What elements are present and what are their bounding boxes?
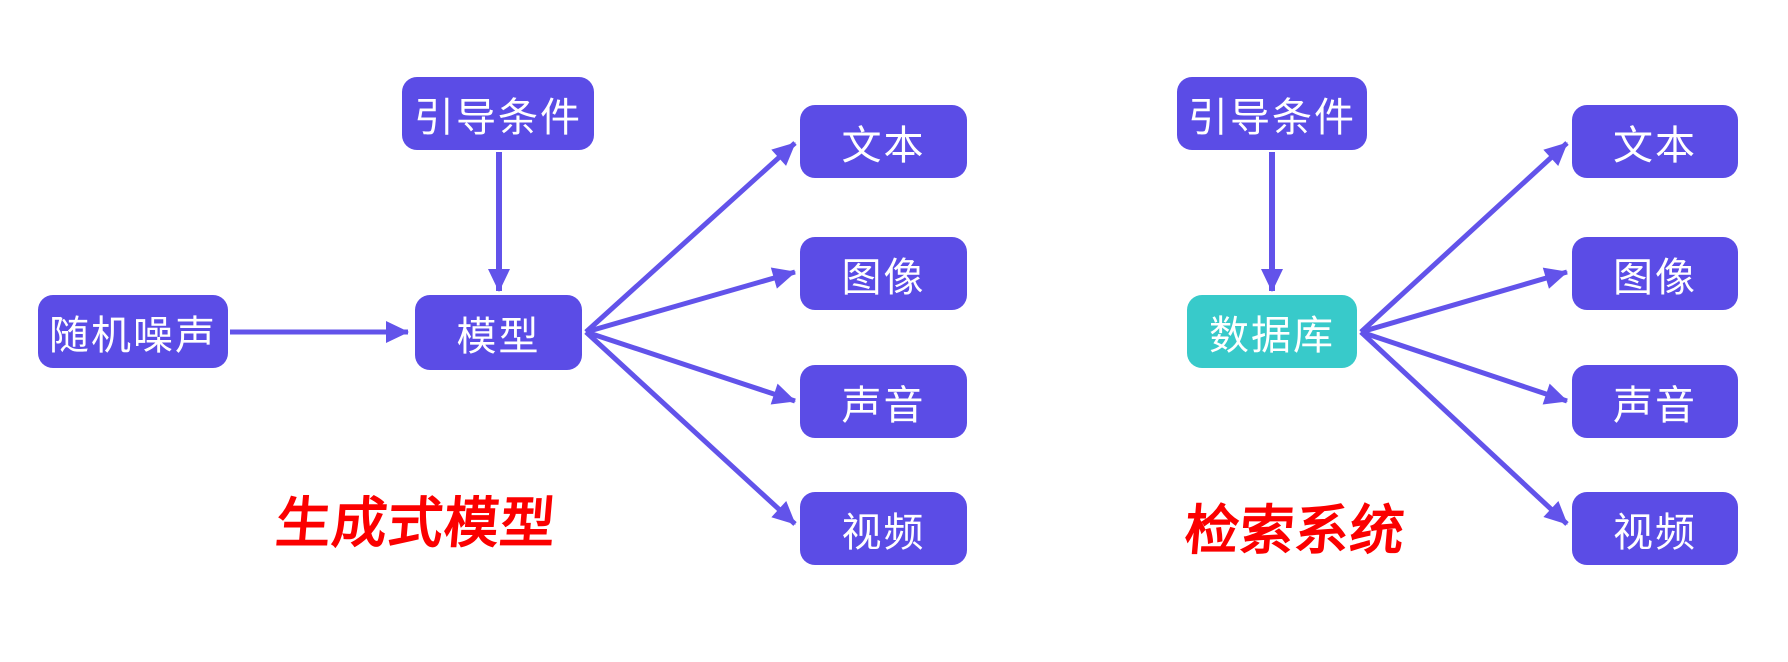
node-guide-condition-left: 引导条件 xyxy=(402,77,594,150)
node-guide-condition-right: 引导条件 xyxy=(1177,77,1367,150)
arrow-database-to-sound xyxy=(1360,329,1568,405)
output-sound-left: 声音 xyxy=(800,365,967,438)
arrow-model-to-video xyxy=(584,330,797,526)
diagram-title-retrieval: 检索系统 xyxy=(1182,501,1408,561)
output-sound-right: 声音 xyxy=(1572,365,1738,438)
output-image-left: 图像 xyxy=(800,237,967,310)
output-text-right: 文本 xyxy=(1572,105,1738,178)
arrow-database-to-image xyxy=(1360,267,1568,335)
arrow-database-to-text xyxy=(1359,141,1569,334)
arrow-model-to-text xyxy=(584,141,797,334)
arrow-model-to-sound xyxy=(585,329,796,405)
node-random-noise: 随机噪声 xyxy=(38,295,228,368)
arrow-database-to-video xyxy=(1359,330,1569,526)
diagram-title-generative: 生成式模型 xyxy=(273,492,559,554)
node-database: 数据库 xyxy=(1187,295,1357,368)
output-video-left: 视频 xyxy=(800,492,967,565)
arrow-model-to-image xyxy=(585,267,796,335)
output-text-left: 文本 xyxy=(800,105,967,178)
output-image-right: 图像 xyxy=(1572,237,1738,310)
output-video-right: 视频 xyxy=(1572,492,1738,565)
node-model: 模型 xyxy=(415,295,582,370)
